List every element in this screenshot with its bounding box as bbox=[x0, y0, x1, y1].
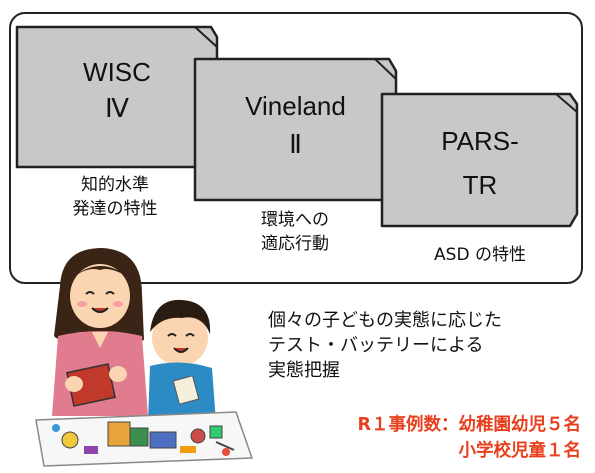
caption-vineland: 環境への 適応行動 bbox=[220, 208, 370, 256]
caption-wisc: 知的水準 発達の特性 bbox=[40, 173, 190, 221]
caption-pars-tr-line1: ASD の特性 bbox=[434, 245, 526, 265]
description-line1: 個々の子どもの実態に応じた bbox=[268, 310, 502, 331]
card-pars-tr-subtitle: TR bbox=[462, 170, 498, 200]
caption-vineland-line2: 適応行動 bbox=[261, 234, 329, 254]
card-vineland-subtitle: Ⅱ bbox=[289, 129, 302, 159]
description-line3: 実態把握 bbox=[268, 360, 340, 381]
caption-wisc-line2: 発達の特性 bbox=[72, 199, 158, 219]
card-vineland-title: Vineland bbox=[245, 91, 346, 121]
card-wisc: WISC Ⅳ bbox=[15, 25, 219, 169]
case-count-line2: 小学校児童１名 bbox=[458, 441, 582, 461]
caption-vineland-line1: 環境への bbox=[261, 210, 329, 230]
card-vineland: Vineland Ⅱ bbox=[193, 57, 398, 202]
card-pars-tr: PARS- TR bbox=[380, 92, 580, 228]
children-playing-illustration bbox=[35, 248, 254, 467]
card-pars-tr-shape bbox=[380, 92, 579, 228]
card-wisc-title: WISC bbox=[83, 57, 151, 87]
battery-description: 個々の子どもの実態に応じた テスト・バッテリーによる 実態把握 bbox=[268, 308, 502, 383]
card-wisc-subtitle: Ⅳ bbox=[105, 93, 129, 123]
case-count-line1: R１事例数：幼稚園幼児５名 bbox=[357, 415, 581, 435]
description-line2: テスト・バッテリーによる bbox=[268, 335, 484, 356]
caption-pars-tr: ASD の特性 bbox=[400, 243, 560, 267]
caption-wisc-line1: 知的水準 bbox=[81, 175, 149, 195]
card-pars-tr-title: PARS- bbox=[441, 126, 519, 156]
